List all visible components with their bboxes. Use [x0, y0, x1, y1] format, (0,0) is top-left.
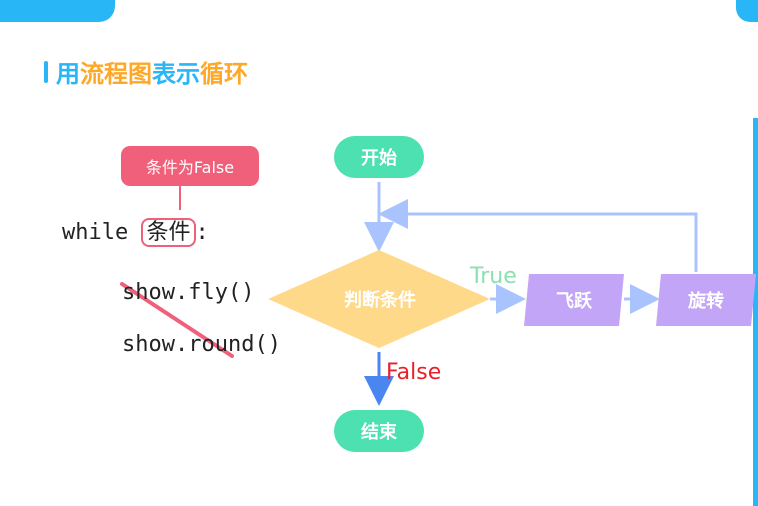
title-marker — [44, 60, 48, 83]
condition-false-callout: 条件为False — [121, 146, 259, 186]
code-line-round: show.round() — [122, 332, 281, 357]
title-part-4: 循环 — [200, 60, 248, 88]
condition-box: 条件 — [141, 218, 196, 247]
slide-title: 用 流程图 表示 循环 — [44, 54, 248, 89]
code-line-fly: show.fly() — [122, 280, 255, 305]
while-keyword: while — [62, 220, 142, 245]
flow-start-node: 开始 — [334, 136, 424, 178]
header-tab-left — [0, 0, 115, 22]
decision-label: 判断条件 — [344, 290, 416, 311]
flow-end-node: 结束 — [334, 410, 424, 452]
title-part-3: 表示 — [152, 60, 200, 88]
right-edge-bar — [753, 118, 758, 506]
loop-back-line — [378, 199, 698, 272]
code-line-while: while 条件: — [62, 214, 209, 247]
strike-line — [120, 282, 234, 358]
header-tab-right — [736, 0, 758, 22]
code-colon: : — [195, 220, 209, 245]
decision-diamond — [268, 250, 490, 348]
flow-action-rotate: 旋转 — [656, 274, 756, 326]
true-branch-label: True — [470, 264, 517, 289]
flow-action-fly: 飞跃 — [524, 274, 624, 326]
title-part-1: 用 — [56, 60, 80, 88]
false-branch-label: False — [386, 360, 442, 385]
title-part-2: 流程图 — [80, 60, 152, 88]
